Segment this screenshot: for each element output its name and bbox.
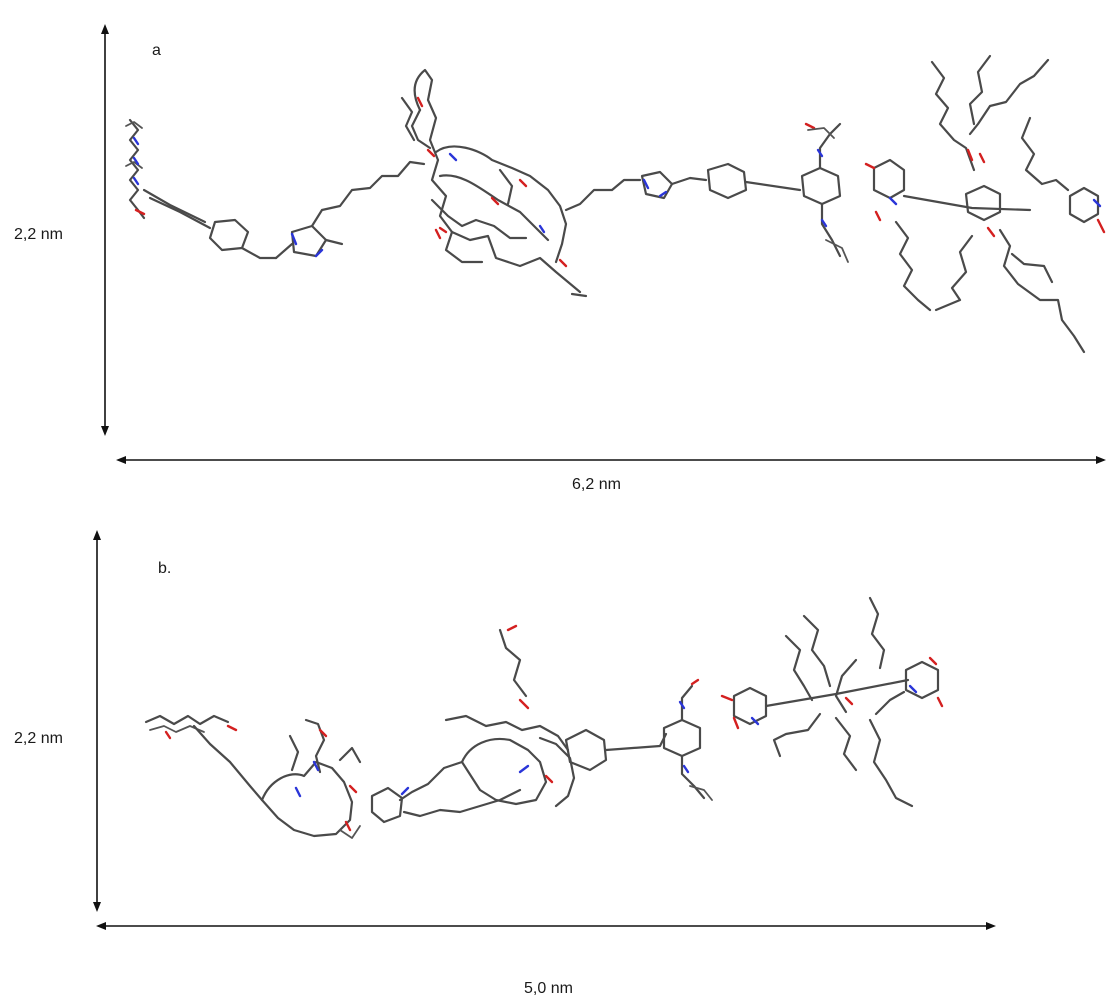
panel-b-width-label: 5,0 nm bbox=[524, 980, 573, 997]
panel-b-label: b. bbox=[158, 560, 172, 577]
panel-b-drawing bbox=[93, 530, 996, 930]
panel-b-height-arrow bbox=[93, 530, 101, 912]
panel-b-width-arrow bbox=[96, 922, 996, 930]
panel-a-drawing bbox=[101, 24, 1106, 464]
panel-b: b. 2,2 nm 5,0 nm bbox=[0, 500, 1107, 1002]
panel-b-molecule bbox=[144, 596, 944, 839]
panel-a-label: a bbox=[152, 42, 161, 59]
panel-a-molecule bbox=[125, 54, 1106, 354]
panel-a-width-arrow bbox=[116, 456, 1106, 464]
panel-b-height-label: 2,2 nm bbox=[14, 730, 63, 747]
panel-a-height-arrow bbox=[101, 24, 109, 436]
panel-a: a 2,2 nm 6,2 nm bbox=[0, 0, 1107, 500]
panel-a-height-label: 2,2 nm bbox=[14, 226, 63, 243]
panel-a-width-label: 6,2 nm bbox=[572, 476, 621, 493]
